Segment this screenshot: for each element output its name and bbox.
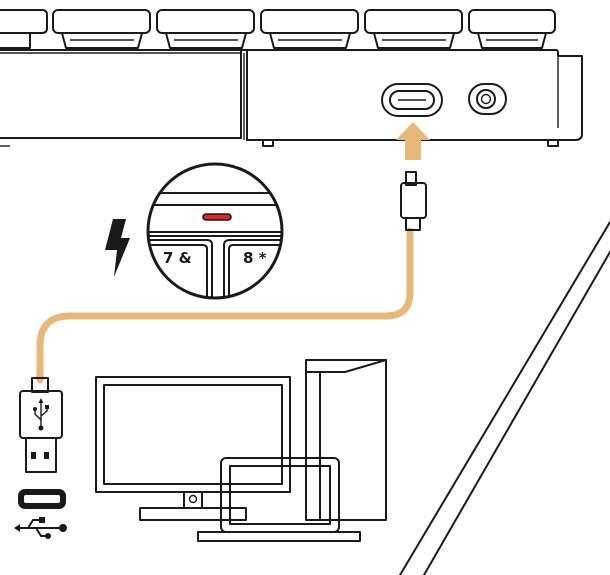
keyboard-case: [0, 49, 583, 147]
zoom-callout: 7 & 8 *: [146, 162, 284, 300]
usb-symbol-icon: [33, 398, 49, 431]
desk-edge-lines: [399, 221, 610, 575]
keycap: [364, 9, 463, 49]
usb-a-plug: [19, 377, 63, 473]
keycap: [156, 9, 255, 49]
lightning-icon: [105, 219, 130, 277]
usb-c-plug: [400, 171, 427, 231]
insert-arrow: [396, 122, 430, 160]
monitor: [95, 376, 291, 521]
keycap: [468, 9, 556, 49]
keycap-row: [0, 9, 556, 49]
keycap: [0, 9, 48, 49]
key-label-8: 8 *: [243, 249, 267, 267]
computer-tower: [305, 359, 387, 521]
mode-switch: [468, 83, 507, 115]
cable: [36, 227, 414, 384]
usb-a-port-icon: [18, 489, 66, 509]
usb-symbol-icon: [14, 517, 67, 539]
laptop: [197, 457, 361, 542]
key-label-7: 7 &: [163, 249, 192, 267]
keycap: [260, 9, 359, 49]
usb-c-port: [381, 83, 443, 117]
keyboard: [0, 9, 583, 147]
keycap: [52, 9, 151, 49]
indicator-led: [202, 213, 232, 221]
